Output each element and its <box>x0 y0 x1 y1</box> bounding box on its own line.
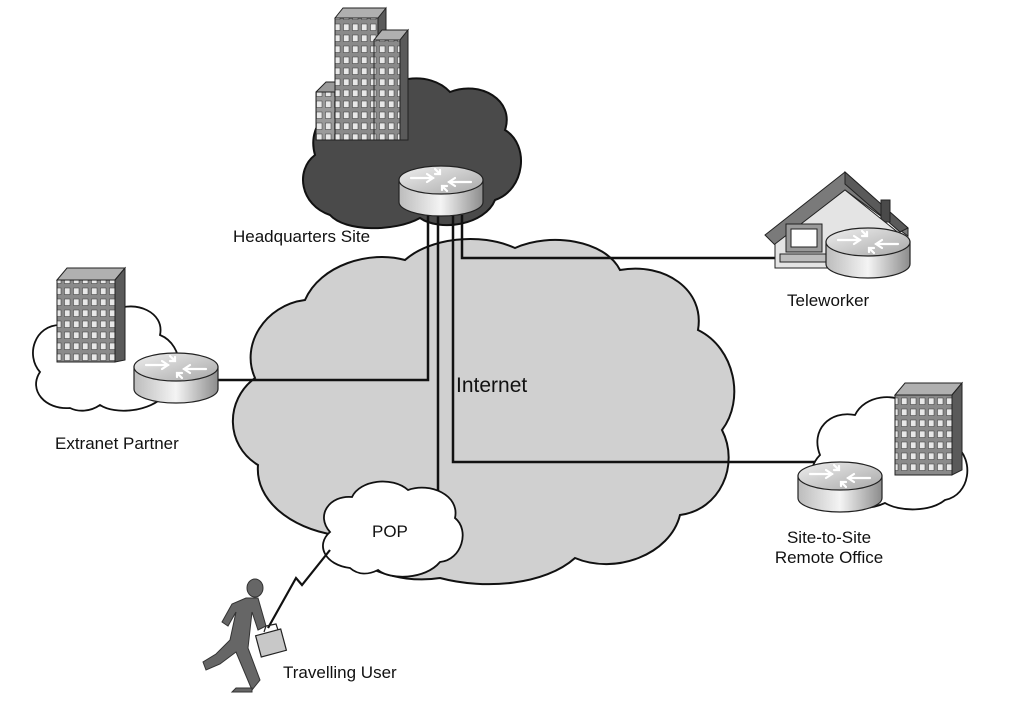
teleworker-label: Teleworker <box>787 291 870 310</box>
pop-cloud <box>322 480 464 578</box>
building-icon <box>893 381 964 476</box>
travelling-user-label: Travelling User <box>283 663 397 682</box>
building-icon <box>315 6 410 141</box>
computer-icon <box>779 223 829 263</box>
link-hq-site-to-site <box>451 215 820 464</box>
router-icon <box>132 351 220 405</box>
site-to-site-label-line2: Remote Office <box>774 548 884 568</box>
extranet-label: Extranet Partner <box>55 434 179 453</box>
person-icon <box>202 578 267 693</box>
briefcase-icon <box>254 623 288 658</box>
internet-label: Internet <box>456 374 528 397</box>
connection-lines <box>205 215 820 495</box>
router-icon <box>796 460 884 514</box>
router-icon <box>397 164 485 218</box>
router-icon <box>824 226 912 280</box>
pop-label: POP <box>372 522 408 541</box>
link-hq-teleworker <box>460 215 800 260</box>
site-to-site-label: Site-to-Site Remote Office <box>770 528 888 569</box>
internet-cloud <box>231 238 736 586</box>
building-icon <box>55 266 127 363</box>
headquarters-label: Headquarters Site <box>233 227 371 246</box>
link-hq-extranet <box>205 215 430 382</box>
lightning-icon <box>267 549 331 629</box>
site-to-site-label-line1: Site-to-Site <box>786 528 872 547</box>
